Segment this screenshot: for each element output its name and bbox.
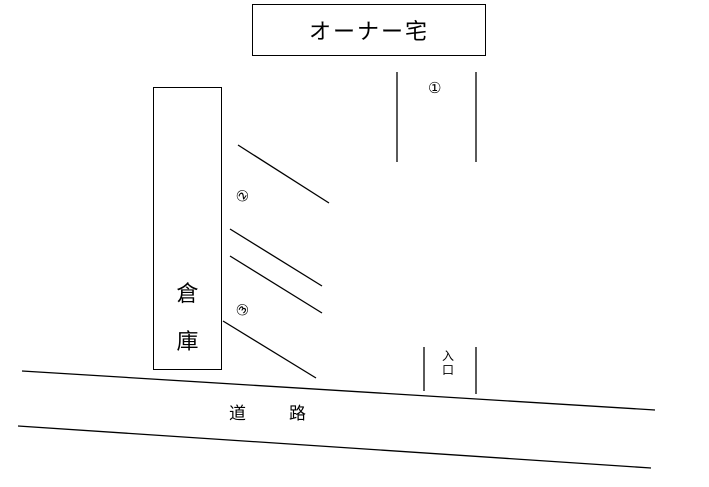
road-label-char1: 道 xyxy=(229,404,246,424)
warehouse-label-char1: 倉 xyxy=(176,282,199,307)
spot-2-line-top xyxy=(237,144,330,204)
warehouse: 倉 庫 xyxy=(153,87,222,370)
spot-2-line-bottom xyxy=(229,228,323,287)
parking-spot-1-label: ① xyxy=(428,79,442,97)
warehouse-label-char2: 庫 xyxy=(176,330,199,355)
entrance-label: 入口 xyxy=(441,349,454,377)
road-edge-top xyxy=(21,370,656,411)
spot-3-line-top xyxy=(229,255,323,314)
owner-house: オーナー宅 xyxy=(252,4,486,56)
owner-house-label: オーナー宅 xyxy=(308,20,429,45)
spot-3-line-bottom xyxy=(222,320,317,379)
road-edge-bottom xyxy=(17,425,652,469)
road-label-char2: 路 xyxy=(289,404,306,424)
